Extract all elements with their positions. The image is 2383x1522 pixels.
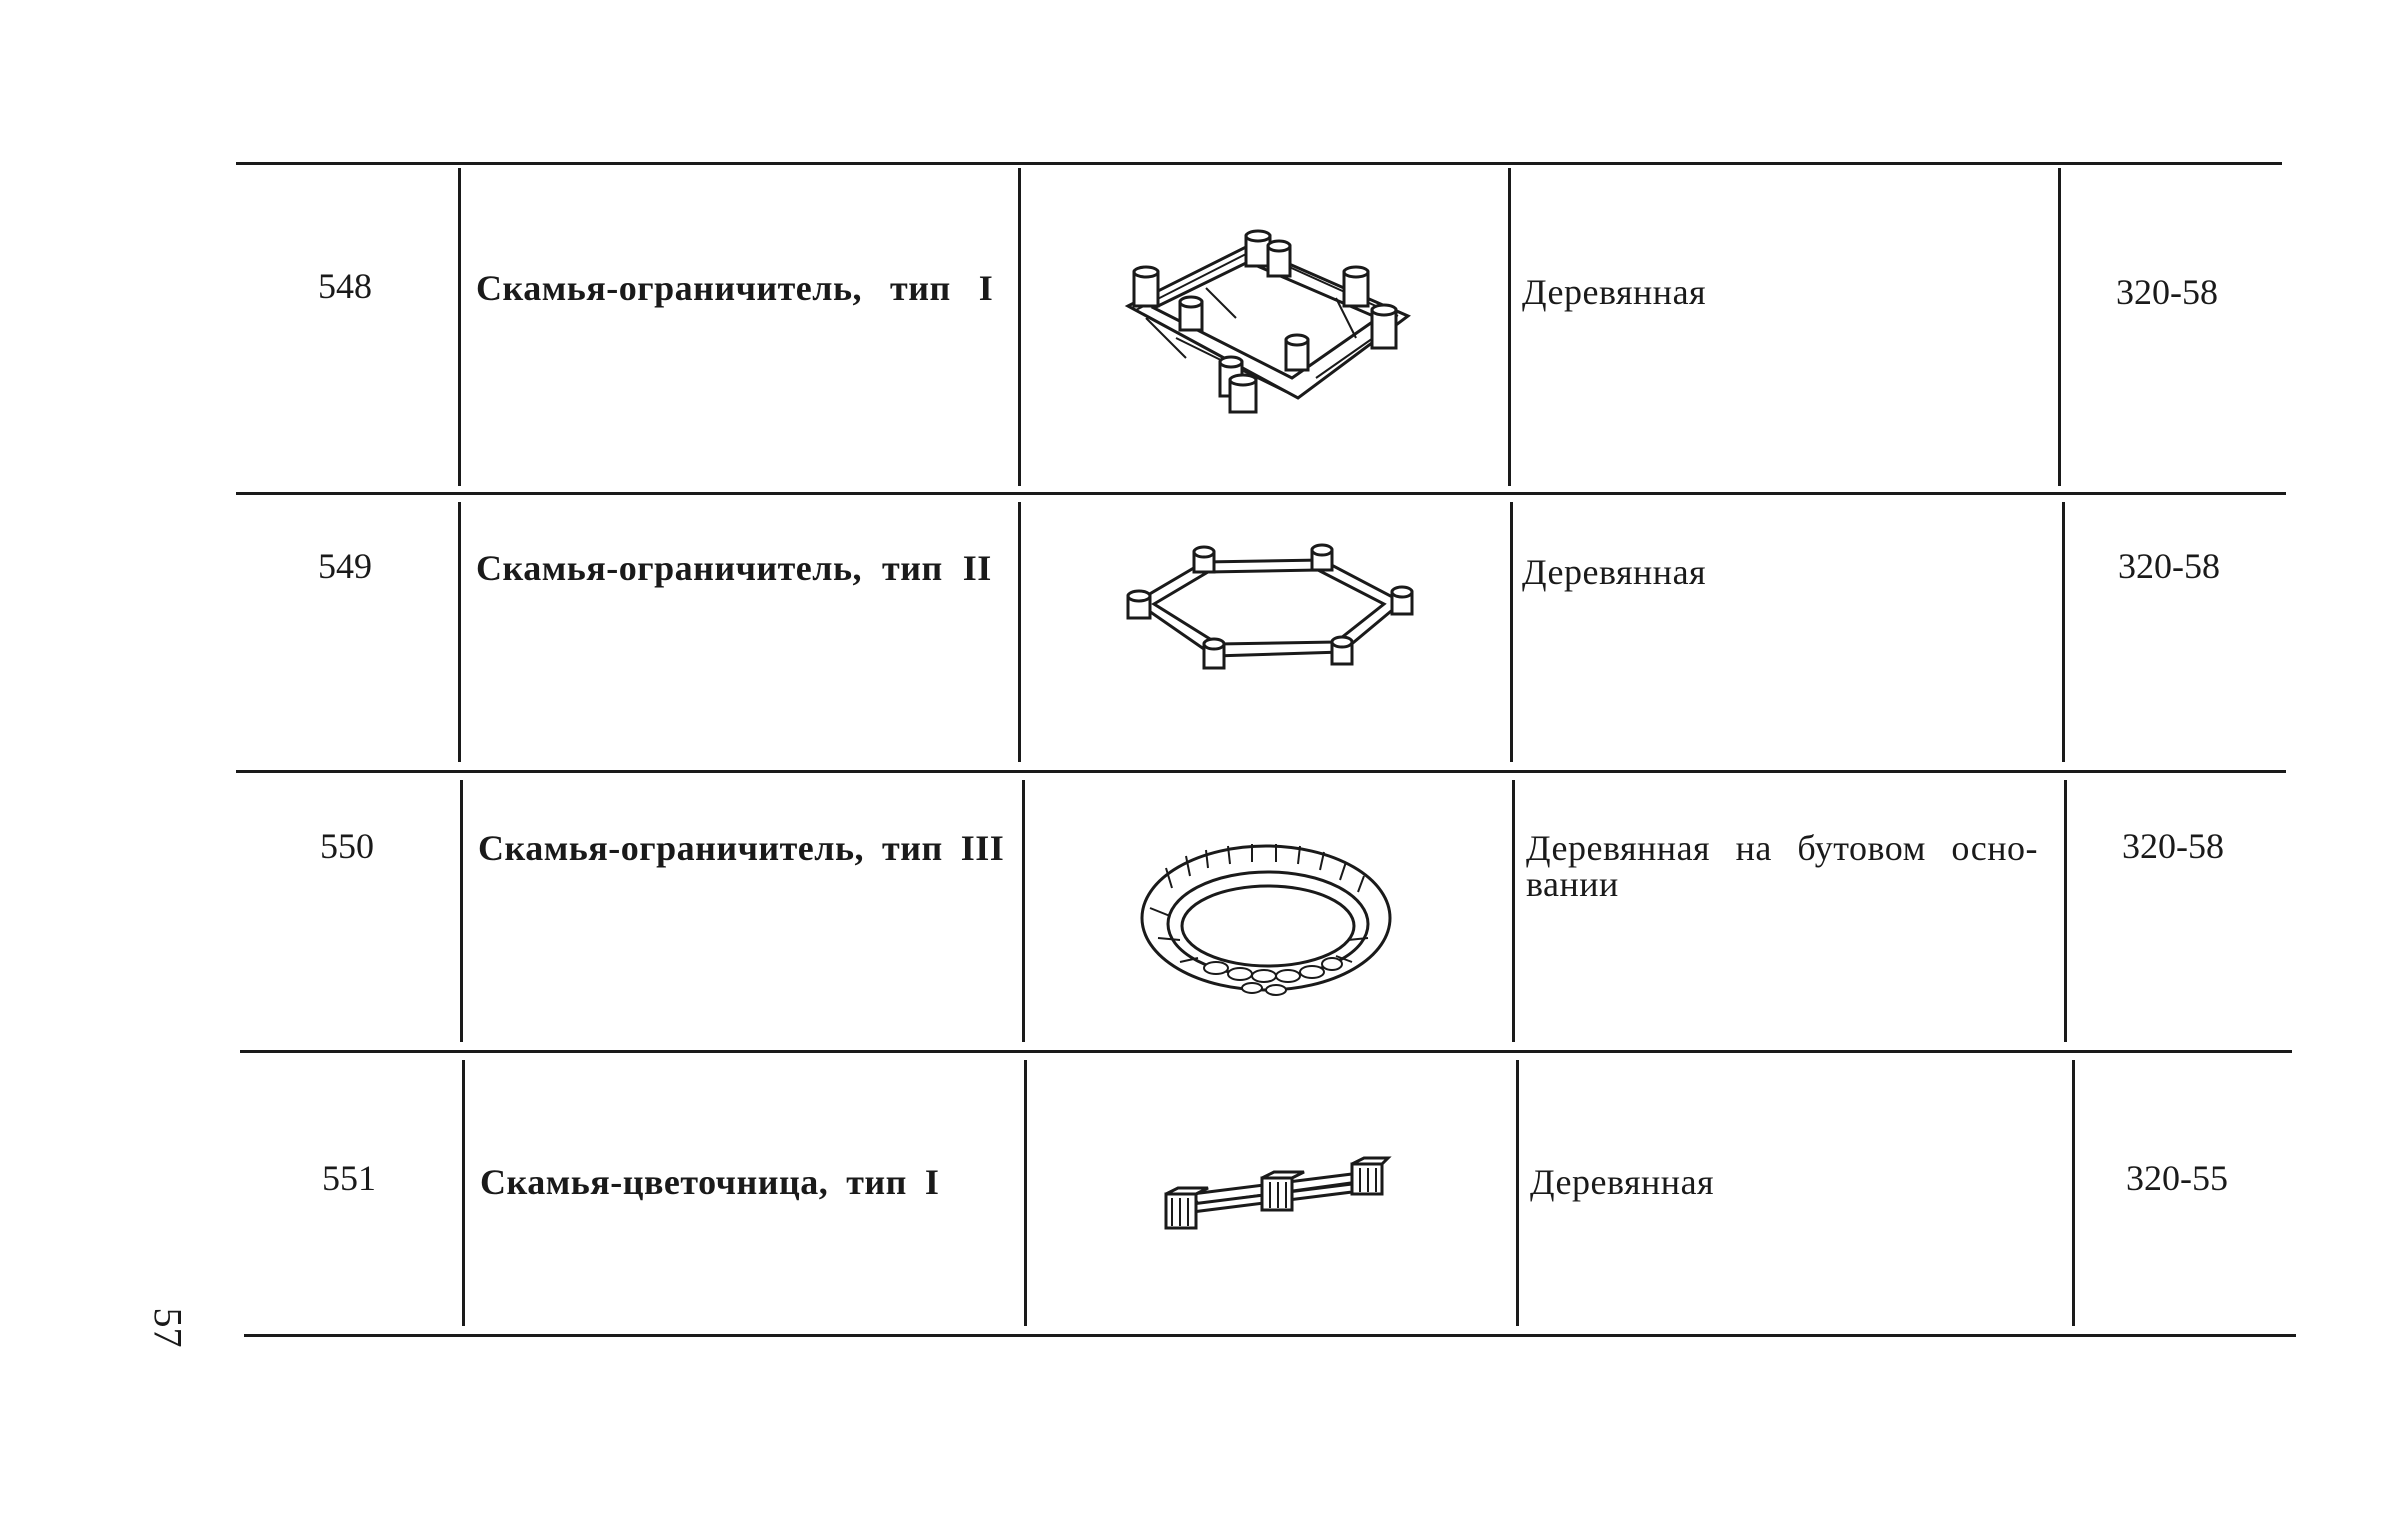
- item-name-text: Скамья-цветочница,: [480, 1162, 829, 1202]
- item-type-numeral: I: [924, 1162, 940, 1202]
- item-name: Скамья-ограничитель, тип II: [476, 548, 992, 588]
- item-material: Деревянная на бутовом осно- вании: [1526, 830, 2038, 902]
- item-material: Деревянная: [1522, 272, 1707, 312]
- item-name: Скамья-цветочница, тип I: [480, 1162, 939, 1202]
- item-material: Деревянная: [1530, 1162, 1715, 1202]
- item-type-numeral: III: [960, 828, 1005, 868]
- column-divider: [1018, 168, 1021, 486]
- column-divider: [1512, 780, 1515, 1042]
- item-number: 549: [318, 546, 372, 586]
- item-number: 551: [322, 1158, 376, 1198]
- item-name-text: Скамья-ограничитель,: [476, 268, 863, 308]
- item-type-text: тип: [846, 1162, 907, 1202]
- row-divider: [236, 162, 2282, 165]
- item-code: 320-58: [2118, 546, 2220, 586]
- column-divider: [1022, 780, 1025, 1042]
- square-log-bench-icon: [1124, 229, 1411, 414]
- row-divider: [240, 1050, 2292, 1053]
- item-material: Деревянная: [1522, 552, 1707, 592]
- column-divider: [460, 780, 463, 1042]
- flower-box-bench-icon: [1164, 1156, 1392, 1230]
- column-divider: [1024, 1060, 1027, 1326]
- column-divider: [2064, 780, 2067, 1042]
- item-type-numeral: I: [978, 268, 994, 308]
- item-number: 548: [318, 266, 372, 306]
- item-type-text: тип: [890, 268, 951, 308]
- item-name: Скамья-ограничитель, тип I: [476, 268, 993, 308]
- item-type-text: тип: [882, 828, 943, 868]
- item-material-line: Деревянная на бутовом осно-: [1526, 828, 2039, 868]
- column-divider: [458, 502, 461, 762]
- item-code: 320-58: [2122, 826, 2224, 866]
- column-divider: [2058, 168, 2061, 486]
- item-code: 320-55: [2126, 1158, 2228, 1198]
- item-name-text: Скамья-ограничитель,: [478, 828, 865, 868]
- item-type-numeral: II: [962, 548, 992, 588]
- item-name-text: Скамья-ограничитель,: [476, 548, 863, 588]
- item-type-text: тип: [882, 548, 943, 588]
- row-divider: [236, 770, 2286, 773]
- row-divider: [244, 1334, 2296, 1337]
- item-name: Скамья-ограничитель, тип III: [478, 828, 1004, 868]
- column-divider: [2072, 1060, 2075, 1326]
- column-divider: [1508, 168, 1511, 486]
- oval-stone-bench-icon: [1140, 844, 1392, 996]
- column-divider: [1018, 502, 1021, 762]
- page-number: 57: [145, 1307, 191, 1348]
- hexagonal-bench-icon: [1126, 543, 1414, 670]
- item-number: 550: [320, 826, 374, 866]
- column-divider: [1516, 1060, 1519, 1326]
- column-divider: [2062, 502, 2065, 762]
- column-divider: [458, 168, 461, 486]
- item-code: 320-58: [2116, 272, 2218, 312]
- column-divider: [462, 1060, 465, 1326]
- row-divider: [236, 492, 2286, 495]
- column-divider: [1510, 502, 1513, 762]
- item-material-line: вании: [1526, 864, 1619, 904]
